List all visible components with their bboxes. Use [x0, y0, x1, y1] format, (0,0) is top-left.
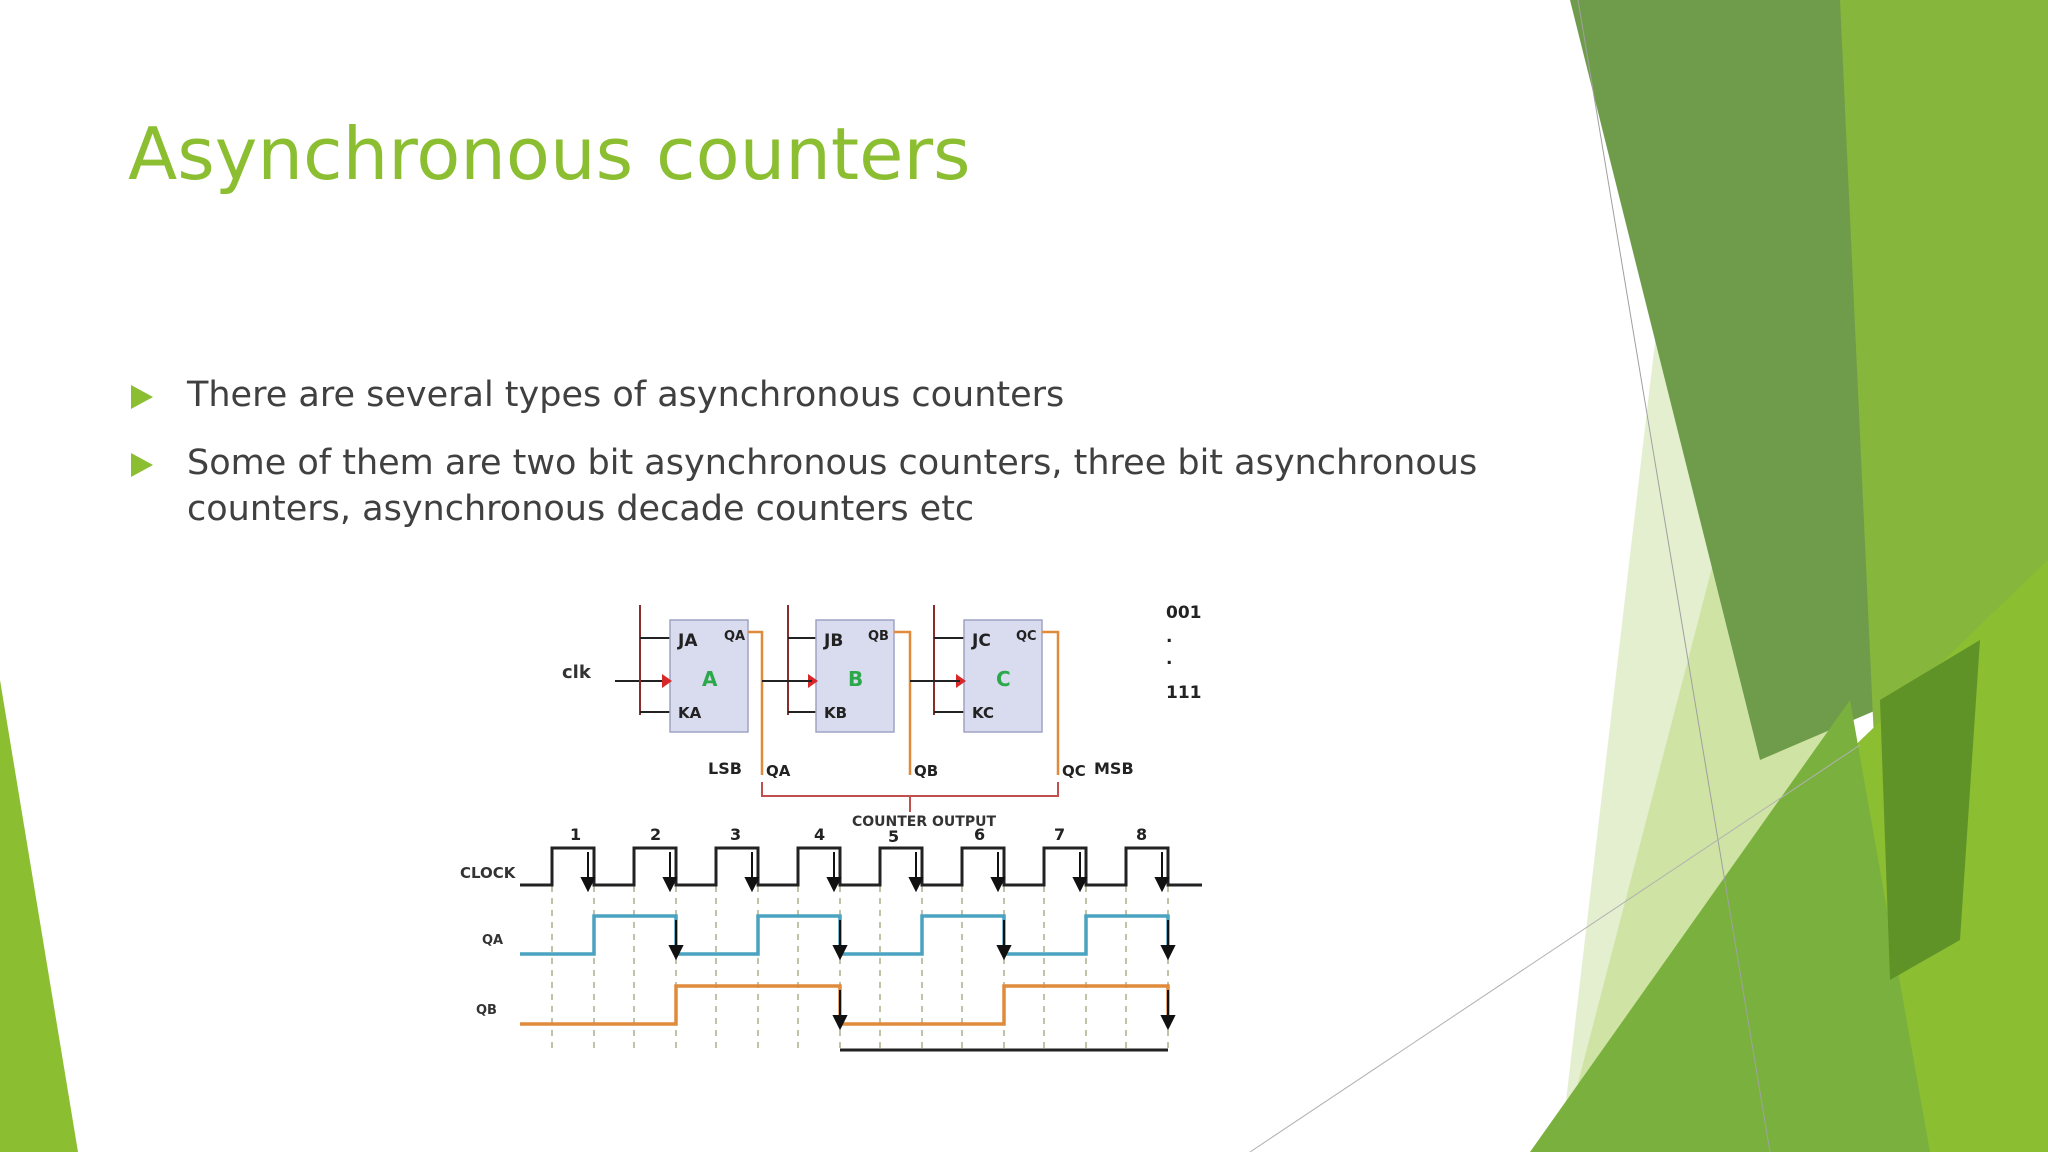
count-start: 001 — [1166, 603, 1202, 623]
down-arrow-icon — [832, 1015, 848, 1031]
bullet-arrow-icon — [131, 385, 153, 409]
clock-number: 8 — [1136, 825, 1147, 844]
flipflop-k-label: KA — [678, 704, 702, 722]
bullet-item: There are several types of asynchronous … — [131, 372, 1531, 418]
slide-title: Asynchronous counters — [128, 112, 971, 196]
flipflop-name: C — [996, 667, 1011, 691]
down-arrow-icon — [668, 945, 684, 961]
transition-arrows — [580, 852, 1176, 1031]
flipflop-k-label: KB — [824, 704, 847, 722]
flipflop-a-box — [669, 619, 749, 733]
down-arrow-icon — [908, 877, 924, 893]
count-dot: . — [1166, 649, 1172, 669]
down-arrow-icon — [832, 945, 848, 961]
thin-line-1 — [1577, 0, 1771, 1152]
right-bottom-green-shape — [1530, 700, 1930, 1152]
counter-output-label: COUNTER OUTPUT — [852, 814, 996, 830]
flipflop-name: B — [848, 667, 863, 691]
signal-label-clock: CLOCK — [460, 864, 517, 882]
right-shadow-green-shape — [1880, 640, 1980, 980]
down-arrow-icon — [662, 877, 678, 893]
qc-output-label: QC — [1062, 762, 1086, 780]
down-arrow-icon — [1072, 877, 1088, 893]
clock-number: 3 — [730, 825, 741, 844]
qb-output-label: QB — [914, 762, 938, 780]
clk-arrow-icon — [956, 674, 966, 688]
flipflop-b: JB QB B KB — [776, 605, 924, 775]
down-arrow-icon — [996, 945, 1012, 961]
flipflop-a: JA QA A KA — [639, 605, 776, 775]
counter-diagram: clk JA QA A KA JB QB B KB — [440, 590, 1240, 1060]
bullet-text: There are several types of asynchronous … — [187, 375, 1065, 415]
right-dark-green-shape — [1570, 0, 1900, 760]
count-dot: . — [1166, 627, 1172, 647]
signal-label-qb: QB — [476, 1003, 497, 1018]
flipflop-q-label: QB — [868, 629, 889, 644]
flipflop-c: JC QC C KC — [924, 605, 1060, 775]
left-green-sliver — [0, 680, 78, 1152]
count-end: 111 — [1166, 683, 1202, 703]
clock-number: 7 — [1054, 825, 1065, 844]
flipflop-c-box — [963, 619, 1043, 733]
clock-number: 4 — [814, 825, 825, 844]
down-arrow-icon — [1160, 1015, 1176, 1031]
bullet-arrow-icon — [131, 453, 153, 477]
down-arrow-icon — [826, 877, 842, 893]
clock-number: 1 — [570, 825, 581, 844]
clk-label: clk — [562, 662, 592, 683]
down-arrow-icon — [580, 877, 596, 893]
down-arrow-icon — [990, 877, 1006, 893]
bullet-text: Some of them are two bit asynchronous co… — [187, 443, 1478, 529]
clock-number: 2 — [650, 825, 661, 844]
flipflop-q-label: QA — [724, 629, 745, 644]
flipflop-j-label: JC — [971, 631, 991, 651]
flipflop-j-label: JA — [677, 631, 698, 651]
down-arrow-icon — [1160, 945, 1176, 961]
flipflop-k-label: KC — [972, 704, 994, 722]
qa-output-label: QA — [766, 762, 791, 780]
down-arrow-icon — [744, 877, 760, 893]
down-arrow-icon — [1154, 877, 1170, 893]
clock-number: 6 — [974, 825, 985, 844]
clk-arrow-icon — [662, 674, 672, 688]
signal-label-qa: QA — [482, 933, 503, 948]
clock-number: 5 — [888, 827, 899, 846]
clock-waveform — [520, 846, 1202, 887]
flipflop-b-box — [815, 619, 895, 733]
bullet-item: Some of them are two bit asynchronous co… — [131, 440, 1531, 532]
flipflop-q-label: QC — [1016, 629, 1037, 644]
flipflop-name: A — [702, 667, 718, 691]
thin-line-2 — [1249, 744, 1861, 1152]
flipflop-j-label: JB — [823, 631, 843, 651]
lsb-label: LSB — [708, 759, 742, 778]
msb-label: MSB — [1094, 759, 1134, 778]
clk-arrow-icon — [808, 674, 818, 688]
